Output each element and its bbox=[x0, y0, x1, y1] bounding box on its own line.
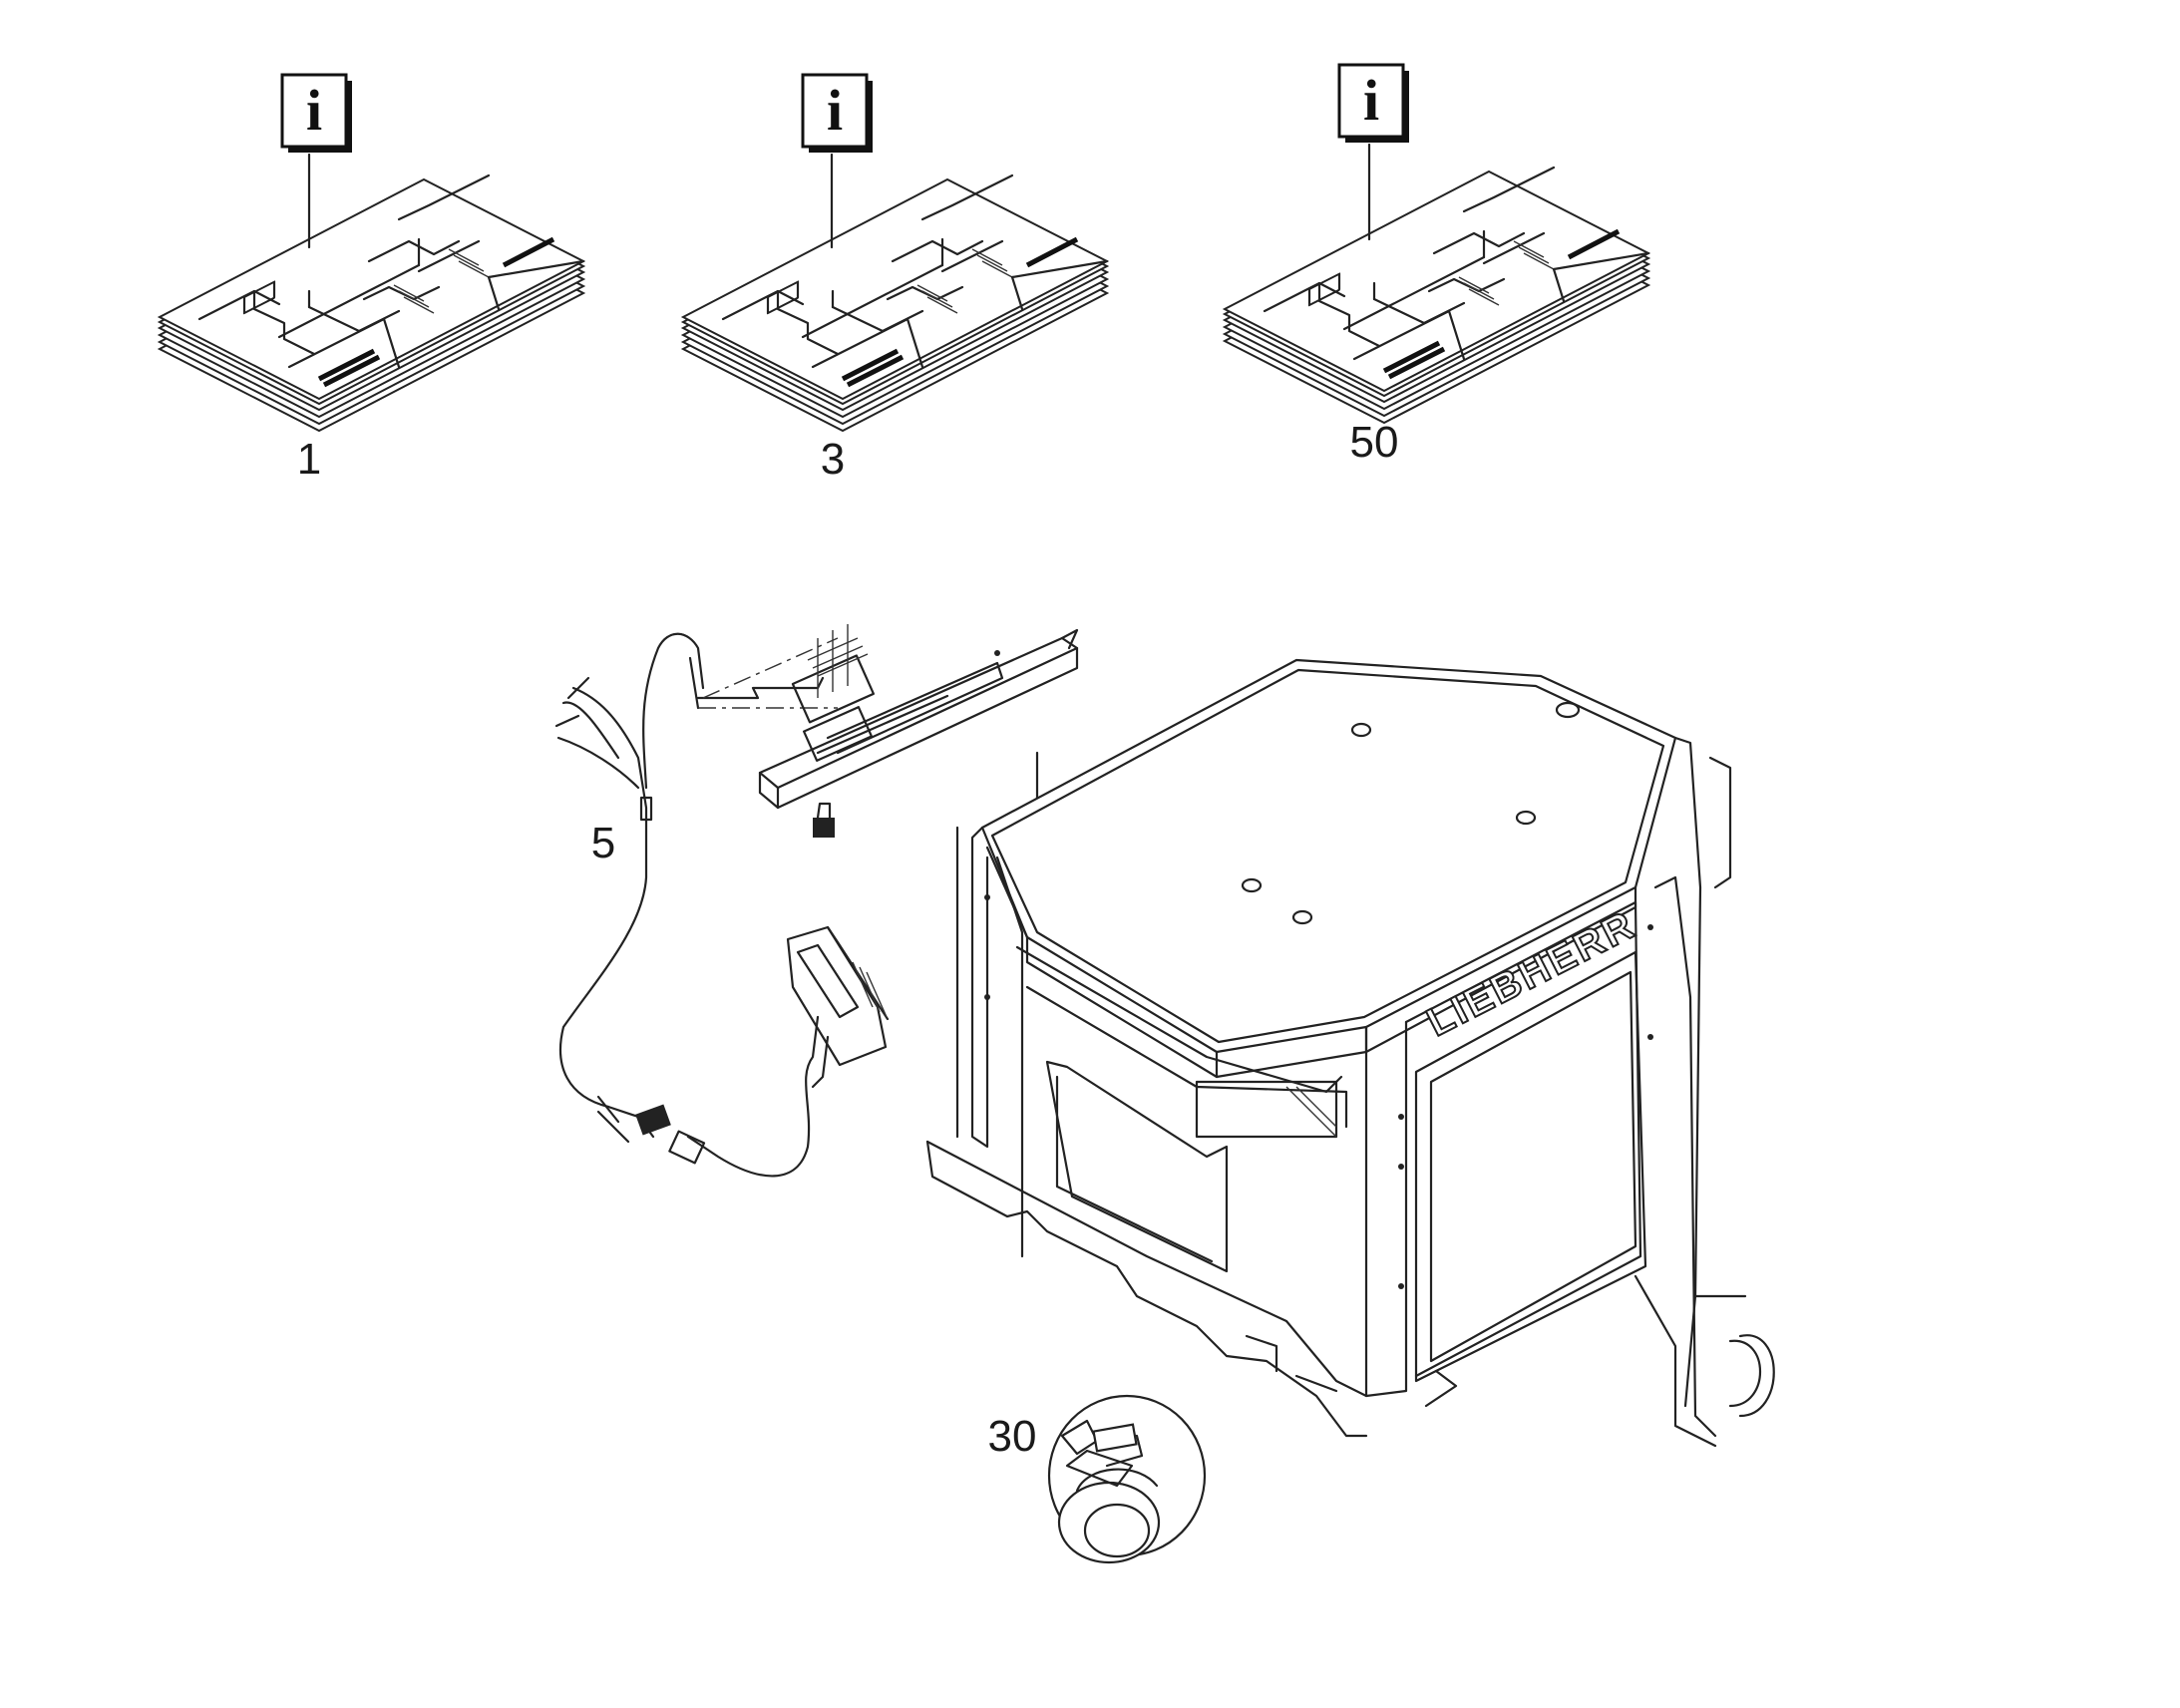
manual-1-illustration bbox=[160, 175, 583, 431]
callout-3: 3 bbox=[821, 435, 845, 484]
info-icon: i bbox=[801, 73, 875, 155]
svg-text:i: i bbox=[306, 78, 322, 143]
cab-logo: LIEBHERR bbox=[1420, 902, 1643, 1045]
control-module bbox=[786, 925, 890, 1089]
callout-30: 30 bbox=[988, 1412, 1037, 1461]
callout-1: 1 bbox=[297, 435, 321, 484]
wiring-harness bbox=[554, 632, 839, 1178]
control-rail bbox=[758, 624, 1079, 838]
info-icon: i bbox=[280, 73, 354, 155]
manual-3-illustration bbox=[683, 175, 1107, 431]
callout-5: 5 bbox=[591, 819, 615, 867]
rotating-beacon bbox=[1047, 1394, 1207, 1564]
manual-50-illustration bbox=[1225, 168, 1648, 423]
svg-text:i: i bbox=[1363, 68, 1379, 133]
info-icon: i bbox=[1337, 63, 1411, 145]
callout-50: 50 bbox=[1350, 418, 1399, 467]
svg-text:i: i bbox=[827, 78, 843, 143]
operator-cab: LIEBHERR bbox=[925, 658, 1775, 1448]
